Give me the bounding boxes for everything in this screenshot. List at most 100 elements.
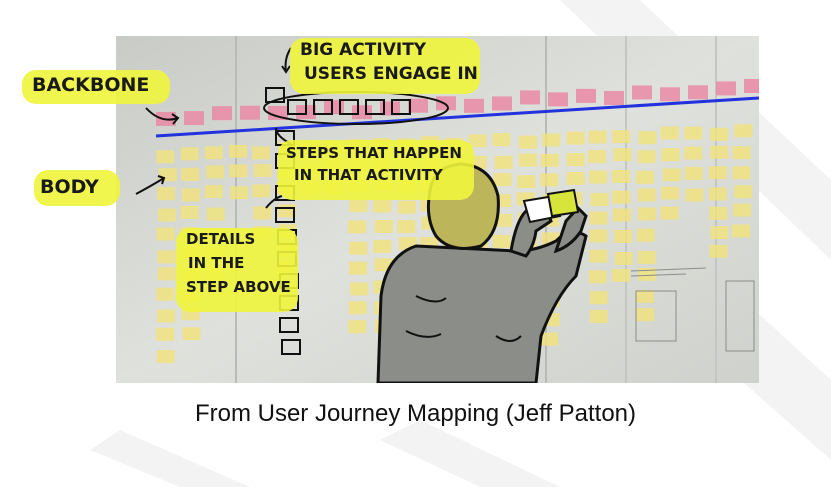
sticky-note [397,200,416,214]
sticky-note [734,185,753,199]
sticky-note [710,226,729,240]
sticky-note [517,175,536,189]
sticky-note [576,88,596,103]
sticky-note [710,145,729,159]
backbone-sketch-box [365,99,385,115]
backbone-label: BACKBONE [32,74,150,96]
steps-highlight [278,140,474,200]
sticky-note [156,327,175,341]
sticky-note [612,190,631,204]
sticky-note [612,169,631,183]
sticky-note [157,309,176,323]
sticky-note [349,261,368,275]
figure-caption: From User Journey Mapping (Jeff Patton) [194,400,637,427]
sticky-note [637,250,656,264]
sticky-note [348,220,367,234]
sticky-note [588,130,607,144]
sketch-box [265,87,285,103]
sticky-note [708,166,727,180]
sticky-note [612,130,631,144]
big-activity-highlight [290,38,480,94]
sticky-note [590,193,609,207]
details-highlight [176,228,298,312]
sticky-note [661,186,680,200]
details-label-line2: IN THE [188,254,245,272]
sticky-note [350,282,369,296]
sticky-note [612,268,631,282]
sticky-note [156,350,175,364]
sticky-note [660,126,679,140]
sticky-note [518,153,537,167]
sketch-box [281,339,301,355]
sticky-note [684,126,703,140]
sticky-note [733,203,752,217]
sticky-note [240,105,260,120]
sticky-note [252,146,271,160]
sticky-note [636,228,655,242]
sticky-note [710,127,729,141]
sticky-note [493,173,512,187]
backbone-sketch-box [339,99,359,115]
sticky-note [566,131,585,145]
sticky-note [229,144,248,158]
sticky-note [662,168,681,182]
sticky-note [732,224,751,238]
big-activity-label-line1: BIG ACTIVITY [300,40,427,60]
sticky-note [614,252,633,266]
sticky-note [589,309,608,323]
sticky-note [542,133,561,147]
sticky-note [637,150,656,164]
sticky-note [468,134,487,148]
sticky-note [156,287,175,301]
sticky-note [684,166,703,180]
sticky-note [614,229,633,243]
sticky-note [589,211,608,225]
sticky-note [708,187,727,201]
sticky-note [157,250,176,264]
sketch-box [279,317,299,333]
sticky-note [566,153,585,167]
sticky-note [492,234,511,248]
sticky-note [661,148,680,162]
sticky-note [253,163,272,177]
sticky-note [540,153,559,167]
sticky-note [709,244,728,258]
sticky-note [268,105,288,120]
sticky-note [518,135,537,149]
sticky-note [158,208,177,222]
sticky-note [156,227,175,241]
sticky-note [637,188,656,202]
sticky-note [182,327,201,341]
steps-label-line2: IN THAT ACTIVITY [294,166,443,184]
sticky-note [636,290,655,304]
sticky-note [348,320,367,334]
person-sketch [376,162,588,383]
sticky-note [589,291,608,305]
sticky-note [709,206,728,220]
sticky-note [206,165,225,179]
sticky-note [229,164,248,178]
sticky-note [492,133,511,147]
sticky-note [540,173,559,187]
details-label-line3: STEP ABOVE [186,278,291,296]
sticky-note [612,208,631,222]
sticky-note [588,150,607,164]
body-label: BODY [40,176,99,198]
sticky-note [204,185,223,199]
sticky-note [180,205,199,219]
sticky-note [685,188,704,202]
sticky-note [636,170,655,184]
sticky-note [373,199,392,213]
sticky-note [157,187,176,201]
sticky-note [734,124,753,138]
sticky-note [494,155,513,169]
sticky-note [180,147,199,161]
sticky-note [716,81,736,96]
sticky-note [589,249,608,263]
backbone-sketch-box [313,99,333,115]
sticky-note [613,148,632,162]
sticky-note [253,206,272,220]
sticky-note [408,98,428,113]
sticky-note [589,229,608,243]
body-highlight [34,170,120,206]
